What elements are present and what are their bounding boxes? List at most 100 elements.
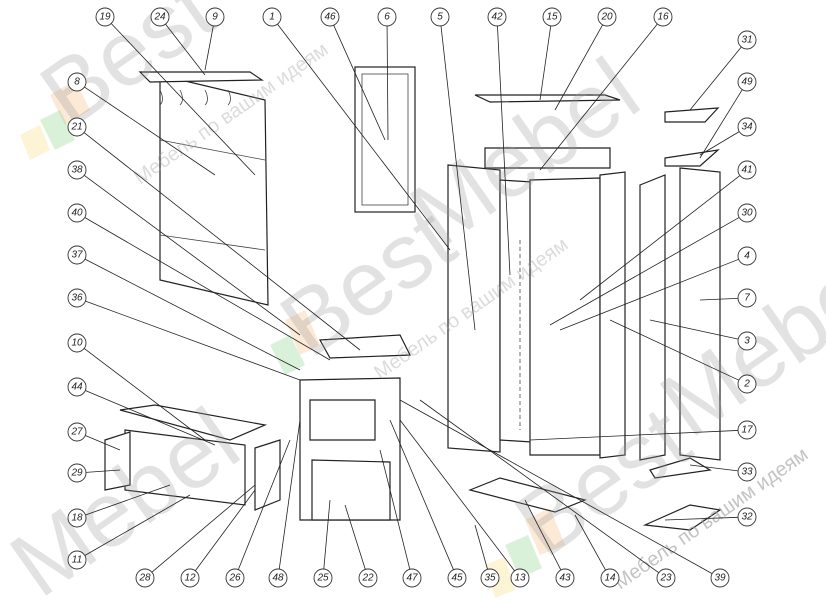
leader-line-35 xyxy=(474,524,488,570)
callout-number: 49 xyxy=(741,77,753,88)
callout-46: 46 xyxy=(320,7,340,27)
leader-line-15 xyxy=(539,25,552,101)
chest-of-drawers xyxy=(299,334,411,521)
callout-circle xyxy=(737,420,757,440)
callout-circle xyxy=(510,568,530,588)
callout-circle xyxy=(430,7,450,27)
callout-number: 44 xyxy=(71,382,83,393)
callout-49: 49 xyxy=(737,72,757,92)
svg-text:Mebel: Mebel xyxy=(0,389,257,600)
callout-43: 43 xyxy=(555,568,575,588)
callout-11: 11 xyxy=(67,550,87,570)
callout-circle xyxy=(67,288,87,308)
leader-line-39 xyxy=(399,399,713,574)
hallway-hanger-panel xyxy=(138,71,269,306)
callout-number: 28 xyxy=(138,573,151,584)
callout-number: 32 xyxy=(741,512,753,523)
callout-13: 13 xyxy=(510,568,530,588)
callout-circle xyxy=(67,203,87,223)
callout-number: 23 xyxy=(659,573,672,584)
callout-number: 19 xyxy=(99,12,111,23)
leader-line-4 xyxy=(559,258,739,331)
callout-number: 7 xyxy=(744,293,750,304)
callout-29: 29 xyxy=(67,463,87,483)
callout-number: 45 xyxy=(451,573,463,584)
leader-lines xyxy=(83,23,743,574)
callout-32: 32 xyxy=(737,507,757,527)
callout-circle xyxy=(67,422,87,442)
callout-number: 42 xyxy=(491,12,503,23)
callout-number: 27 xyxy=(70,427,83,438)
callout-circle xyxy=(402,568,422,588)
callout-circle xyxy=(487,7,507,27)
leader-line-10 xyxy=(83,348,206,441)
callout-circle xyxy=(225,568,245,588)
callout-26: 26 xyxy=(225,568,245,588)
loose-shelves xyxy=(468,457,722,531)
wardrobe xyxy=(447,94,721,461)
leader-line-41 xyxy=(579,175,741,301)
callout-circle xyxy=(135,568,155,588)
callout-circle xyxy=(737,117,757,137)
leader-line-42 xyxy=(497,25,511,276)
callout-36: 36 xyxy=(67,288,87,308)
leader-line-44 xyxy=(85,390,216,446)
callout-number: 13 xyxy=(514,573,526,584)
callout-number: 34 xyxy=(741,122,753,133)
callout-45: 45 xyxy=(447,568,467,588)
callout-number: 46 xyxy=(324,12,336,23)
callout-circle xyxy=(737,72,757,92)
callout-number: 37 xyxy=(71,250,83,261)
callout-number: 35 xyxy=(484,573,496,584)
callout-number: 31 xyxy=(741,35,752,46)
leader-line-40 xyxy=(84,217,331,361)
callout-circle xyxy=(737,203,757,223)
callout-number: 4 xyxy=(744,251,750,262)
leader-line-3 xyxy=(649,319,739,340)
callout-circle xyxy=(656,568,676,588)
callout-circle xyxy=(67,117,87,137)
callout-7: 7 xyxy=(737,288,757,308)
callout-circle xyxy=(205,7,225,27)
callout-8: 8 xyxy=(67,72,87,92)
leader-line-19 xyxy=(110,23,256,176)
leader-line-13 xyxy=(399,419,515,572)
leader-line-23 xyxy=(419,399,659,574)
callout-18: 18 xyxy=(67,508,87,528)
callout-circle xyxy=(737,246,757,266)
callout-31: 31 xyxy=(737,30,757,50)
callout-6: 6 xyxy=(377,7,397,27)
callout-28: 28 xyxy=(135,568,155,588)
callout-number: 16 xyxy=(657,12,669,23)
callout-number: 9 xyxy=(212,12,218,23)
callout-number: 47 xyxy=(406,573,418,584)
callout-circle xyxy=(67,508,87,528)
leader-line-32 xyxy=(664,516,739,521)
callout-39: 39 xyxy=(710,568,730,588)
callout-circle xyxy=(737,160,757,180)
leader-line-6 xyxy=(386,25,389,141)
callout-circle xyxy=(600,568,620,588)
callout-circle xyxy=(653,7,673,27)
callout-10: 10 xyxy=(67,333,87,353)
callout-circle xyxy=(480,568,500,588)
callout-15: 15 xyxy=(542,7,562,27)
callout-number: 40 xyxy=(71,208,83,219)
callout-circle xyxy=(737,30,757,50)
callout-circle xyxy=(358,568,378,588)
callout-27: 27 xyxy=(67,422,87,442)
leader-line-34 xyxy=(699,131,740,156)
callout-circle xyxy=(268,568,288,588)
callout-number: 30 xyxy=(741,208,753,219)
leader-line-5 xyxy=(440,25,476,331)
callout-number: 48 xyxy=(272,573,284,584)
leader-line-21 xyxy=(83,132,361,351)
leader-line-22 xyxy=(344,504,366,570)
callout-25: 25 xyxy=(313,568,333,588)
leader-line-43 xyxy=(524,499,562,571)
leader-line-29 xyxy=(85,469,121,473)
callout-21: 21 xyxy=(67,117,87,137)
leader-line-17 xyxy=(529,430,739,441)
leader-line-28 xyxy=(151,484,256,573)
callout-4: 4 xyxy=(737,246,757,266)
